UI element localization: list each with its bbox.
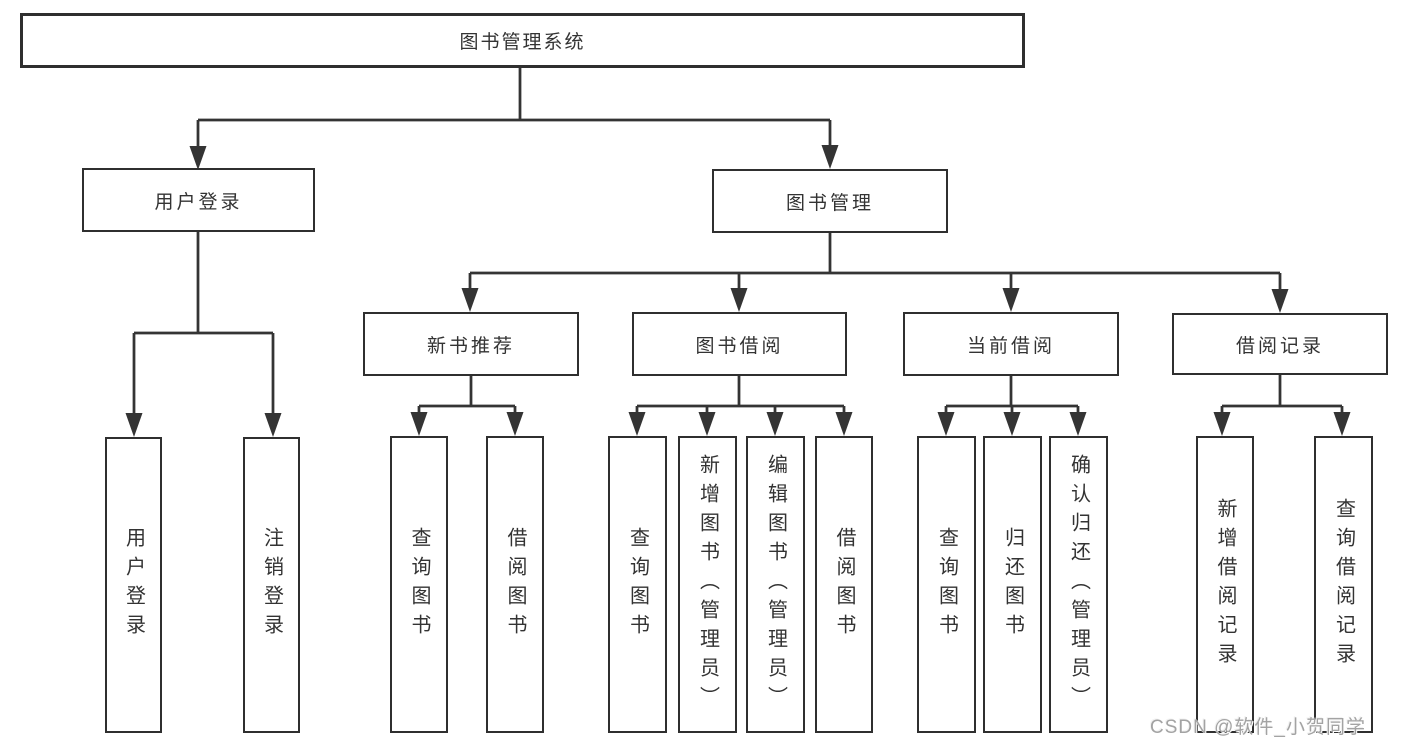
leaf-query-books-borrow: 查询图书 xyxy=(608,436,667,733)
leaf-borrow-books: 借阅图书 xyxy=(815,436,873,733)
leaf-return-books: 归还图书 xyxy=(983,436,1042,733)
arrowheads xyxy=(125,145,1351,437)
leaf-query-books-recommend-label: 查询图书 xyxy=(408,526,430,643)
leaf-query-borrow-record: 查询借阅记录 xyxy=(1314,436,1373,733)
node-book-borrow-label: 图书借阅 xyxy=(695,335,784,357)
leaf-borrow-books-recommend-label: 借阅图书 xyxy=(504,526,526,643)
branch-book-management: 图书管理 xyxy=(712,169,948,233)
node-borrow-records-label: 借阅记录 xyxy=(1235,335,1324,357)
leaf-edit-books-admin-label: 编辑图书（管理员） xyxy=(764,454,787,715)
node-current-borrow: 当前借阅 xyxy=(903,312,1119,376)
branch-user-login-label: 用户登录 xyxy=(154,191,243,213)
root-node-library-management-system: 图书管理系统 xyxy=(20,13,1025,68)
leaf-confirm-return-admin: 确认归还（管理员） xyxy=(1049,436,1108,733)
leaf-query-borrow-record-label: 查询借阅记录 xyxy=(1332,497,1355,672)
branch-book-management-label: 图书管理 xyxy=(785,192,874,214)
leaf-user-login: 用户登录 xyxy=(105,437,162,733)
leaf-borrow-books-label: 借阅图书 xyxy=(833,526,855,643)
leaf-add-borrow-record: 新增借阅记录 xyxy=(1196,436,1254,733)
leaf-confirm-return-admin-label: 确认归还（管理员） xyxy=(1067,454,1090,715)
csdn-watermark: CSDN @软件_小贺同学 xyxy=(1150,717,1366,738)
node-new-book-recommend-label: 新书推荐 xyxy=(426,335,515,357)
leaf-logout-label: 注销登录 xyxy=(260,527,283,643)
root-node-label: 图书管理系统 xyxy=(459,32,586,53)
leaf-user-login-label: 用户登录 xyxy=(122,527,145,643)
leaf-add-books-admin: 新增图书（管理员） xyxy=(678,436,737,733)
node-current-borrow-label: 当前借阅 xyxy=(966,335,1055,357)
node-borrow-records: 借阅记录 xyxy=(1172,313,1388,375)
node-book-borrow: 图书借阅 xyxy=(632,312,847,376)
leaf-borrow-books-recommend: 借阅图书 xyxy=(486,436,544,733)
leaf-query-books-recommend: 查询图书 xyxy=(390,436,448,733)
leaf-return-books-label: 归还图书 xyxy=(1001,526,1024,643)
leaf-query-books-current: 查询图书 xyxy=(917,436,976,733)
leaf-edit-books-admin: 编辑图书（管理员） xyxy=(746,436,805,733)
leaf-logout: 注销登录 xyxy=(243,437,300,733)
leaf-add-books-admin-label: 新增图书（管理员） xyxy=(696,454,719,715)
leaf-query-books-current-label: 查询图书 xyxy=(935,526,958,643)
leaf-add-borrow-record-label: 新增借阅记录 xyxy=(1214,497,1236,672)
node-new-book-recommend: 新书推荐 xyxy=(363,312,579,376)
leaf-query-books-borrow-label: 查询图书 xyxy=(626,526,649,643)
branch-user-login: 用户登录 xyxy=(82,168,315,232)
